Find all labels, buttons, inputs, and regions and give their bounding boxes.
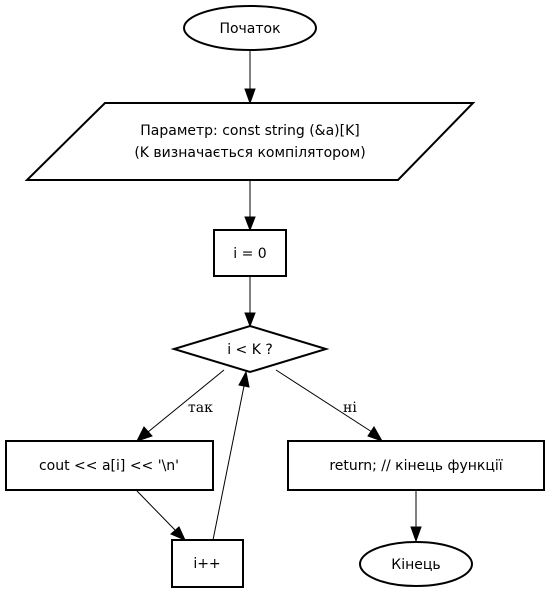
return-box (287, 440, 545, 491)
loop-body-box (5, 440, 214, 491)
start-label: Початок (219, 21, 280, 37)
parameter-label-line1: Параметр: const string (&a)[K] (140, 123, 360, 139)
return-node: return; // кінець функції (287, 440, 545, 491)
arrowhead (244, 88, 256, 105)
loop-body-node: cout << a[i] << '\n' (5, 440, 214, 491)
arrowhead (244, 216, 256, 232)
increment-label: i++ (193, 556, 220, 572)
loop-body-label: cout << a[i] << '\n' (39, 458, 179, 474)
parameter-parallelogram (24, 102, 476, 181)
condition-node: i < K ? (170, 324, 330, 374)
increment-node: i++ (171, 539, 244, 588)
return-label: return; // кінець функції (329, 458, 502, 474)
start-ellipse (183, 5, 317, 51)
end-label: Кінець (391, 557, 440, 573)
init-box (213, 229, 287, 277)
arrowhead (170, 526, 186, 541)
arrowhead (136, 426, 153, 442)
parameter-node: Параметр: const string (&a)[K] (K визнач… (24, 102, 476, 181)
arrowhead (238, 370, 250, 388)
start-node: Початок (183, 5, 317, 51)
arrowhead (244, 312, 256, 328)
edge-condition-yes (147, 369, 225, 433)
edge-body-to-increment (136, 490, 176, 531)
edge-condition-no (275, 369, 373, 433)
init-node: i = 0 (213, 229, 287, 277)
init-label: i = 0 (233, 246, 266, 262)
increment-box (171, 539, 244, 588)
arrowhead (367, 426, 384, 442)
arrowhead (410, 526, 422, 543)
yes-label: так (188, 400, 213, 416)
parameter-label-line2: (K визначається компілятором) (134, 145, 365, 161)
edge-increment-to-condition (212, 385, 245, 541)
end-node: Кінець (359, 541, 473, 587)
end-ellipse (359, 541, 473, 587)
condition-diamond (170, 324, 330, 374)
condition-label: i < K ? (227, 342, 273, 358)
no-label: ні (343, 400, 357, 416)
